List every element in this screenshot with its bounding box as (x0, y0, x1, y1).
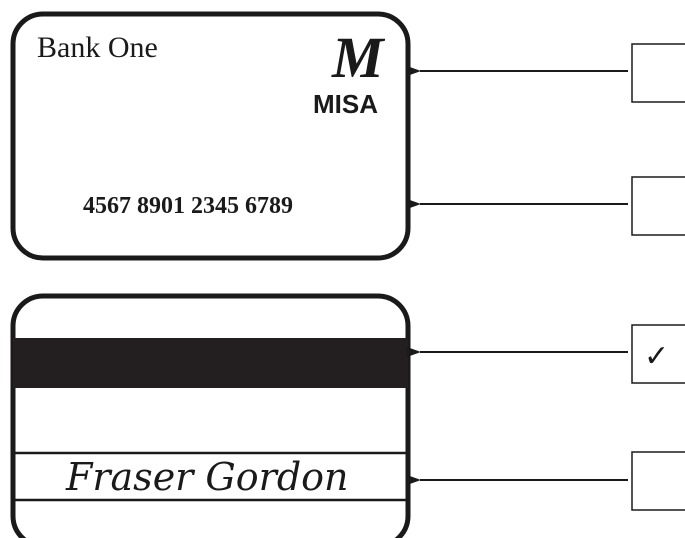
answer-box-2[interactable] (631, 176, 685, 236)
bank-name: Bank One (37, 31, 158, 64)
checkbox-card-number[interactable] (631, 176, 685, 236)
card-back: Fraser Gordon (10, 293, 411, 538)
answer-box-3[interactable]: ✓ (631, 324, 685, 384)
answer-boxes: ✓ (631, 43, 685, 511)
checkbox-magnetic-stripe[interactable] (631, 324, 685, 384)
answer-box-1[interactable] (631, 43, 685, 103)
card-front-outline (10, 11, 411, 261)
checkbox-signature[interactable] (631, 451, 685, 511)
brand-logo-letter: M (331, 25, 386, 90)
checkbox-brand-logo[interactable] (631, 43, 685, 103)
card-front: Bank One M MISA 4567 8901 2345 6789 (10, 11, 411, 261)
answer-box-4[interactable] (631, 451, 685, 511)
arrows (407, 66, 628, 485)
brand-name: MISA (313, 89, 378, 119)
card-number: 4567 8901 2345 6789 (83, 193, 293, 219)
cardholder-signature: Fraser Gordon (65, 455, 349, 499)
card-back-outline (10, 293, 411, 538)
magnetic-stripe (13, 338, 408, 388)
checkmark-icon: ✓ (644, 339, 669, 374)
